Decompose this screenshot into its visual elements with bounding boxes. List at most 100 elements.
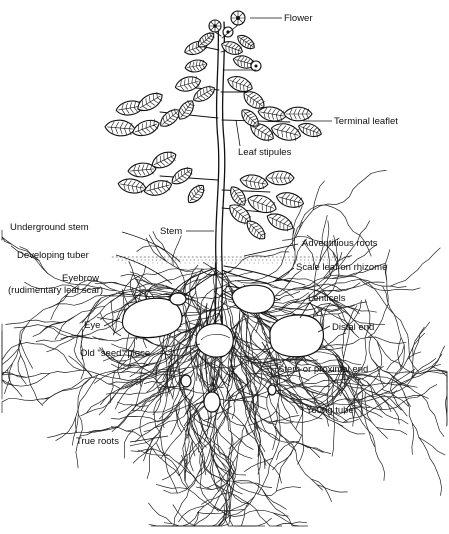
label-terminal-leaflet: Terminal leaflet [334, 116, 398, 127]
leaflet [243, 217, 268, 242]
leaflet [266, 171, 294, 185]
distal-tuber [270, 315, 324, 357]
leaflet [239, 173, 269, 191]
leaflet [131, 117, 162, 139]
label-lenticels: Lenticels [308, 293, 346, 304]
root-strand [387, 369, 415, 383]
root-strand [69, 356, 93, 377]
label-developing-tuber: Developing tuber [17, 250, 89, 261]
root-strand [178, 506, 204, 522]
root-strand [124, 430, 133, 459]
leaflet [169, 164, 195, 187]
flower-icon [231, 11, 245, 25]
root-strand [398, 338, 402, 369]
root-strand [383, 286, 409, 343]
developing-tuber-small [170, 293, 186, 305]
root-strand [195, 407, 252, 459]
label-eye: Eye [84, 320, 100, 331]
root-strand [434, 465, 441, 496]
root-strand [137, 246, 166, 252]
leaflet [117, 177, 147, 195]
root-strand [294, 273, 355, 288]
root-strand [4, 363, 12, 394]
root-strand [111, 301, 114, 333]
leaflet [284, 107, 312, 121]
root-strand [336, 423, 365, 434]
label-stem: Stem [160, 226, 182, 237]
root-strand [419, 437, 445, 455]
root-strand [117, 402, 148, 406]
root-strand [273, 448, 295, 471]
leaflet [275, 190, 306, 210]
root-strand [412, 423, 414, 455]
label-eyebrow-detail: (rudimentary leaf scar) [8, 285, 103, 296]
leaflet [245, 192, 279, 217]
root-strand [273, 513, 299, 526]
petiole [222, 190, 270, 192]
root-strand [184, 457, 188, 488]
root-strand [56, 417, 76, 441]
label-adventitious-roots: Adventitious roots [302, 238, 378, 249]
root-strand [329, 374, 377, 394]
flower-icon [209, 20, 221, 32]
root-strand [271, 487, 301, 496]
leaflet [143, 178, 174, 198]
root-strand [317, 485, 348, 493]
label-underground-stem: Underground stem [10, 222, 89, 233]
root-strand [19, 332, 43, 406]
root-strand [250, 333, 272, 354]
label-leaf-stipules: Leaf stipules [238, 147, 292, 158]
root-strand [293, 206, 303, 236]
root-strand [242, 518, 271, 526]
label-distal-end: Distal end [332, 322, 374, 333]
root-strand [75, 375, 97, 433]
root-strand [262, 490, 286, 510]
root-strand [2, 324, 13, 385]
root-strand [278, 375, 309, 380]
root-strand [148, 503, 172, 524]
root-strand [111, 416, 158, 422]
leaflet [297, 120, 324, 139]
root-strand [197, 511, 228, 514]
root-strand [359, 170, 387, 183]
root-strand [407, 333, 424, 359]
root-strand [298, 434, 304, 465]
root-strand [248, 411, 276, 426]
root-strand [432, 366, 447, 425]
leaflet [269, 121, 302, 144]
label-young-tuber: Young tuber [306, 405, 357, 416]
foliage [104, 30, 323, 243]
leaflet [184, 58, 208, 73]
leaflet [264, 210, 295, 234]
seed-piece [196, 324, 233, 357]
root-strand [255, 420, 278, 440]
label-true-roots: True roots [76, 436, 119, 447]
root-strand [346, 306, 377, 312]
root-strand [207, 512, 224, 526]
leaflet [227, 184, 249, 209]
label-stem-proximal-end: Stem or proximal end [278, 364, 368, 375]
label-scale-leaf: Scale leaf on rhizome [296, 262, 387, 273]
scale-leaf-tuber [232, 285, 274, 313]
leaflet [104, 119, 135, 137]
leaflet [184, 182, 207, 206]
root-strand [376, 451, 385, 481]
flower-icon [251, 61, 261, 71]
root-strand [391, 248, 441, 286]
root-strand [228, 430, 253, 450]
root-strand [177, 402, 182, 433]
root-strand [18, 355, 26, 384]
root-strand [228, 435, 232, 467]
label-eyebrow: Eyebrow [62, 273, 99, 284]
root-strand [156, 484, 187, 488]
label-flower: Flower [284, 13, 313, 24]
root-strand [203, 497, 254, 526]
root-strand [327, 374, 329, 406]
root-strand [46, 338, 74, 352]
label-old-seed-piece: Old "seed" piece [80, 348, 150, 359]
root-strand [376, 427, 407, 434]
root-strand [147, 448, 152, 479]
root-strand [311, 479, 331, 502]
